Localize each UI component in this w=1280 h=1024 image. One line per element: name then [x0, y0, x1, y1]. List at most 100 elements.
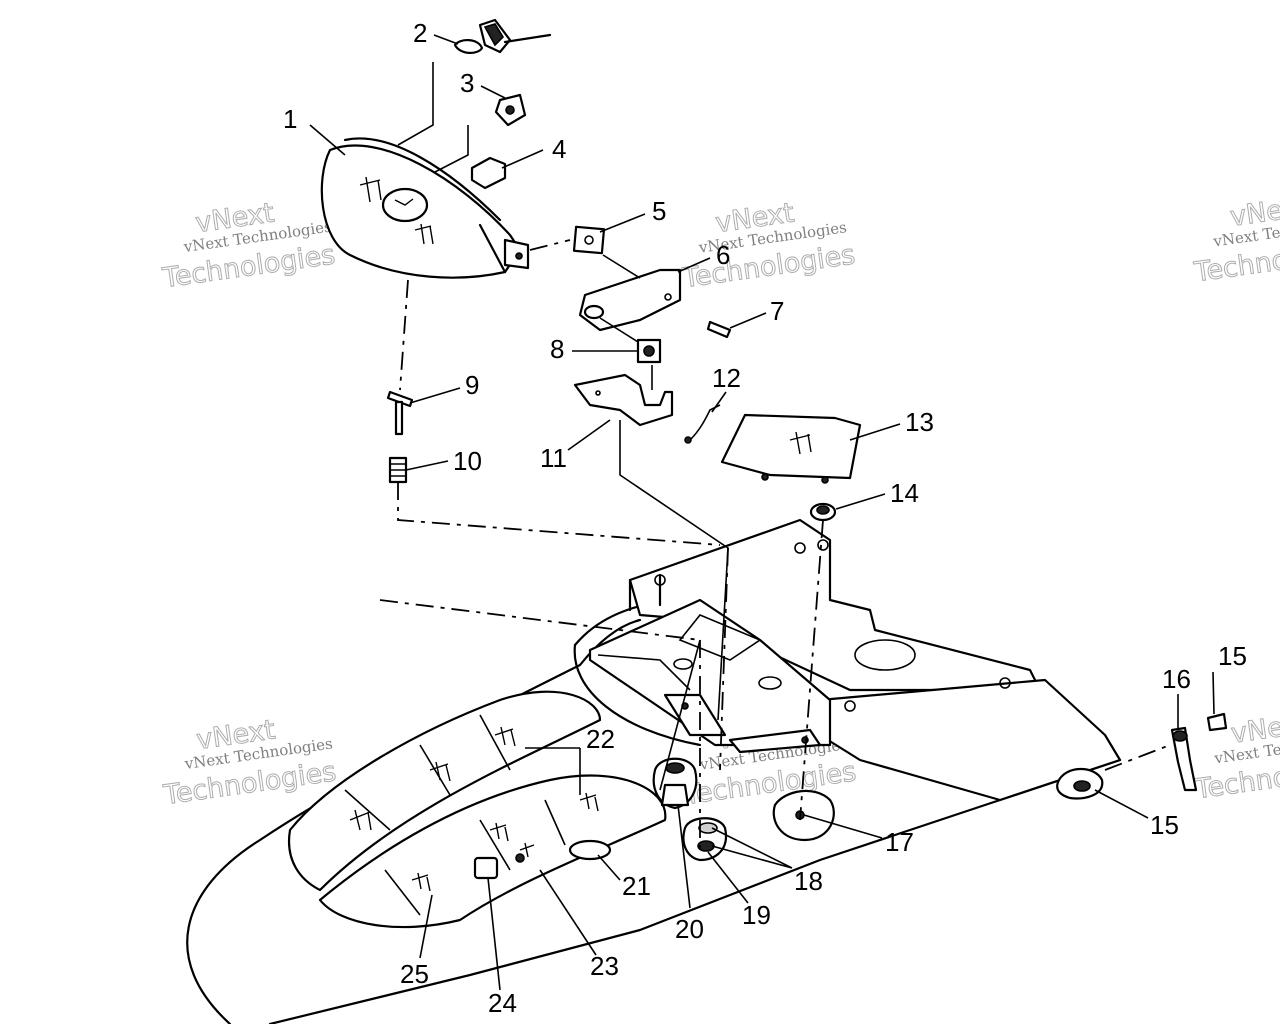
pin-9-head — [386, 390, 414, 408]
pod-divisions — [344, 714, 511, 831]
leader-15b — [1094, 789, 1149, 819]
assembly-line — [399, 279, 409, 391]
leader-10 — [405, 460, 449, 471]
lens-13-peg — [761, 473, 769, 481]
panel-hole — [673, 658, 693, 670]
callout-24: 24 — [488, 988, 517, 1018]
leader-21 — [597, 854, 621, 881]
assembly-line — [529, 239, 571, 251]
lens-13-marking — [789, 431, 812, 455]
console-block-edge — [628, 573, 662, 612]
callout-9: 9 — [465, 370, 479, 400]
leader-lines — [309, 34, 1215, 991]
callout-25: 25 — [400, 959, 429, 989]
callout-22: 22 — [586, 724, 615, 754]
panel-strip — [597, 654, 691, 691]
spring-12 — [689, 404, 721, 441]
grommet-18 — [698, 822, 718, 834]
leader-19 — [707, 851, 749, 904]
headlight-marking — [414, 223, 434, 245]
dash-lower-curve — [573, 643, 702, 747]
callout-13: 13 — [905, 407, 934, 437]
leader-13 — [849, 423, 901, 441]
mount-brackets — [386, 225, 1228, 792]
leader-23 — [539, 869, 597, 956]
bracket-6-hole-small — [664, 293, 672, 301]
pod-marking — [579, 792, 599, 812]
grommet-15 — [1073, 780, 1091, 792]
callout-3: 3 — [460, 68, 474, 98]
callout-15-top: 15 — [1218, 641, 1247, 671]
indicator-23 — [515, 853, 525, 863]
pod-marking — [429, 761, 451, 782]
bulb-wire — [503, 33, 552, 44]
leader-1 — [309, 124, 346, 156]
switch-24 — [473, 856, 499, 880]
callout-21: 21 — [622, 871, 651, 901]
assembly-line — [397, 482, 721, 546]
spring-12-end — [684, 436, 692, 444]
headlight-housing-top — [343, 137, 502, 222]
leader-9 — [409, 387, 461, 404]
leader-6 — [677, 257, 711, 273]
watermark-group-4: vNext vNext Technologies Technologies — [160, 714, 338, 812]
headlight-housing-edge — [478, 223, 507, 274]
headlight-assembly — [320, 18, 552, 279]
panel-tab — [663, 693, 727, 737]
latch-16 — [1170, 726, 1198, 792]
callout-16: 16 — [1162, 664, 1191, 694]
callout-20: 20 — [675, 914, 704, 944]
spring-10-coils — [390, 463, 406, 477]
callout-8: 8 — [550, 334, 564, 364]
leader-22 — [525, 747, 581, 795]
callout-19: 19 — [742, 900, 771, 930]
switch-21 — [568, 839, 612, 861]
callout-5: 5 — [652, 196, 666, 226]
leader-20 — [677, 804, 691, 909]
assembly-line — [619, 420, 729, 721]
lens-13-peg — [821, 476, 829, 484]
pod-marking — [519, 842, 535, 858]
pod-marking — [349, 809, 372, 831]
callout-14: 14 — [890, 478, 919, 508]
callout-6: 6 — [716, 240, 730, 270]
watermark-group-2: vNext vNext Technologies Technologies — [680, 197, 858, 295]
callout-7: 7 — [770, 296, 784, 326]
console-hole — [817, 539, 829, 551]
console-hole — [794, 542, 806, 554]
assembly-line — [1104, 744, 1171, 771]
leader-25 — [419, 894, 433, 959]
assembly-line — [799, 519, 824, 821]
assembly-line — [602, 254, 641, 279]
panel-hole — [758, 676, 782, 690]
leader-17 — [803, 814, 883, 839]
washer-5-hole — [584, 235, 594, 245]
console-round-opening — [854, 639, 916, 671]
bulb-2 — [453, 39, 484, 54]
headlight-marking — [394, 198, 414, 206]
leader-12 — [711, 391, 727, 413]
rail-hole — [844, 700, 856, 712]
callout-10: 10 — [453, 446, 482, 476]
assembly-lines — [379, 239, 1171, 850]
callout-17: 17 — [885, 827, 914, 857]
lower-pod-divisions — [384, 799, 566, 916]
callout-11: 11 — [540, 443, 567, 473]
assembly-line — [599, 317, 639, 343]
callout-2: 2 — [413, 18, 427, 48]
leader-7 — [729, 312, 767, 329]
callout-18: 18 — [794, 866, 823, 896]
leader-4 — [501, 149, 544, 169]
pod-marking — [411, 872, 431, 892]
panel-recess — [678, 614, 762, 661]
assembly-line — [659, 639, 701, 791]
washer-5 — [572, 225, 606, 255]
upper-dash-pod — [287, 690, 602, 892]
leader-15a — [1212, 671, 1215, 715]
callout-1: 1 — [283, 104, 297, 134]
leader-18 — [711, 827, 793, 869]
pin-9-shaft — [394, 400, 404, 436]
lens-13 — [720, 413, 862, 480]
bracket-line-3 — [434, 125, 469, 173]
